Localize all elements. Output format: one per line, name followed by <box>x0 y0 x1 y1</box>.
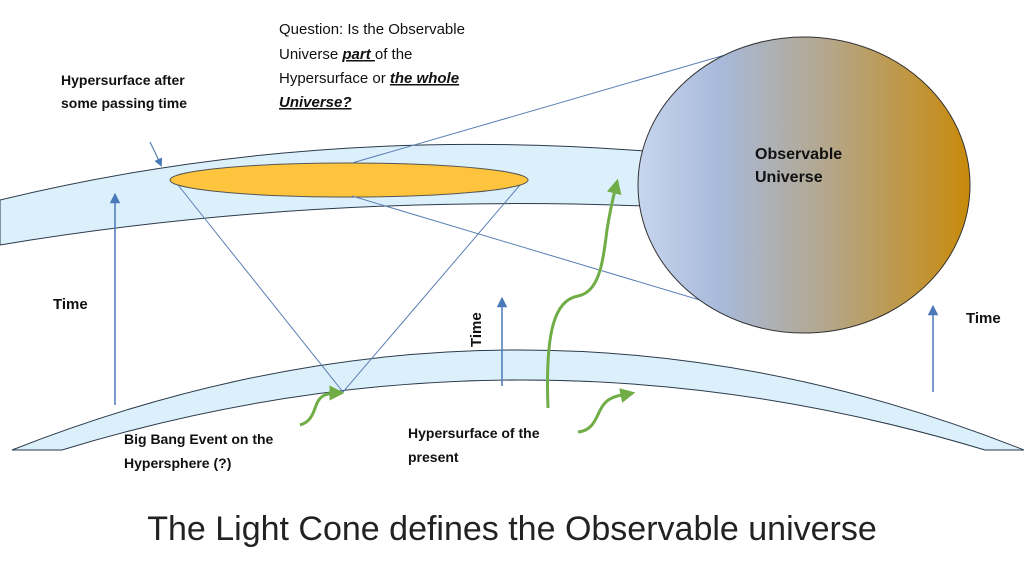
observable-universe-label-line-2: Universe <box>755 169 823 186</box>
hypersurface-present-label-line-1: Hypersurface of the <box>408 425 540 441</box>
hypersurface-after-label-line-1: Hypersurface after <box>61 72 185 88</box>
light-cone-left-line <box>177 184 344 393</box>
lower-hypersurface-band <box>11 349 1024 451</box>
question-line-3: Hypersurface or the whole <box>279 70 459 87</box>
question-line-2: Universe part of the <box>279 46 412 63</box>
zoom-line-top <box>351 41 771 164</box>
time-label-right: Time <box>966 310 1001 327</box>
big-bang-label-line-1: Big Bang Event on the <box>124 431 274 447</box>
time-label-center: Time <box>468 312 485 347</box>
slide-caption: The Light Cone defines the Observable un… <box>147 510 877 548</box>
big-bang-label-line-2: Hypersphere (?) <box>124 455 231 471</box>
green-arrow-evolution <box>546 178 622 409</box>
observable-universe-sphere <box>637 36 971 334</box>
time-label-left: Time <box>53 296 88 313</box>
green-arrow-present <box>577 388 636 434</box>
light-cone-right-line <box>342 184 521 393</box>
pointer-arrow-upper-band <box>149 141 163 167</box>
question-line-1: Question: Is the Observable <box>279 21 465 38</box>
hypersurface-present-label-line-2: present <box>408 449 459 465</box>
hypersurface-after-label-line-2: some passing time <box>61 95 187 111</box>
observable-universe-label-line-1: Observable <box>755 146 842 163</box>
observable-region-disc <box>169 162 529 198</box>
question-line-4: Universe? <box>279 94 352 111</box>
green-arrow-big-bang <box>299 385 345 427</box>
